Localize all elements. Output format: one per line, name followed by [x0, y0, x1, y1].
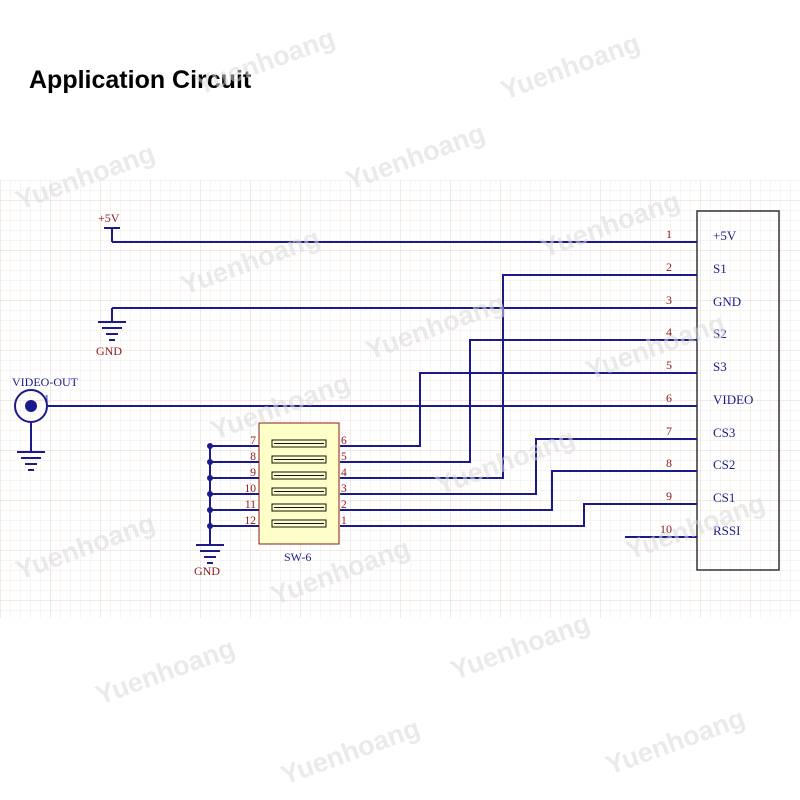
wire: [340, 372, 697, 447]
switch-toggle: [271, 487, 327, 496]
connector-pin-name: +5V: [713, 228, 737, 243]
switch-toggle-slot: [274, 523, 324, 524]
connector-pin-name: CS2: [713, 457, 735, 472]
switch-pin-left: 10: [245, 483, 257, 495]
switch-toggle-slot: [274, 475, 324, 476]
switch-pin-right: 1: [341, 515, 347, 527]
watermark: Yuenhoang: [602, 703, 749, 781]
connector-pin-name: CS1: [713, 490, 735, 505]
connector-pin-number: 2: [666, 260, 672, 274]
video-out-label: VIDEO-OUT: [12, 375, 79, 389]
switch-toggle: [271, 455, 327, 464]
connector-pin-name: VIDEO: [713, 392, 753, 407]
wires: [47, 241, 697, 538]
switch-toggle-slot: [274, 443, 324, 444]
connector-pin-name: RSSI: [713, 523, 740, 538]
switch-pin-right: 4: [341, 467, 347, 479]
gnd-symbol-switch: [196, 529, 224, 564]
connector-pin-name: S2: [713, 326, 727, 341]
junction-dot: [207, 523, 213, 529]
watermark: Yuenhoang: [192, 23, 339, 101]
connector-pin-number: 5: [666, 358, 672, 372]
wire: [340, 503, 697, 527]
connector-pin-name: GND: [713, 294, 741, 309]
switch-pin-right: 3: [341, 483, 347, 495]
dip-switch-toggles: [271, 439, 327, 528]
connector-box: [696, 210, 780, 571]
dip-switch-body: [258, 422, 340, 545]
switch-toggle: [271, 439, 327, 448]
switch-toggle: [271, 519, 327, 528]
wire: [340, 438, 697, 495]
gnd-label-left: GND: [96, 344, 122, 358]
wire: [340, 274, 697, 479]
switch-toggle: [271, 503, 327, 512]
switch-pin-right: 2: [341, 499, 347, 511]
watermark: Yuenhoang: [92, 633, 239, 711]
switch-pin-left: 11: [245, 499, 256, 511]
video-out-pin: 1: [44, 393, 50, 405]
vcc-symbol: [104, 227, 120, 242]
switch-toggle-slot: [274, 491, 324, 492]
vcc-label: +5V: [98, 211, 120, 225]
connector-pin-number: 1: [666, 227, 672, 241]
switch-pin-left: 12: [245, 515, 257, 527]
switch-toggle-slot: [274, 507, 324, 508]
wire: [340, 470, 697, 511]
gnd-symbol-left: [98, 308, 126, 341]
switch-toggle: [271, 471, 327, 480]
switch-pin-left: 8: [250, 451, 256, 463]
watermark: Yuenhoang: [277, 713, 424, 791]
junction-dot: [207, 491, 213, 497]
connector-pin-number: 6: [666, 391, 672, 405]
switch-name-label: SW-6: [284, 550, 311, 564]
connector-pin-number: 7: [666, 424, 672, 438]
junction-dot: [207, 459, 213, 465]
switch-pin-right: 5: [341, 451, 347, 463]
connector-pin-number: 4: [666, 325, 672, 339]
gnd-label-switch: GND: [194, 564, 220, 578]
connector-pin-name: S1: [713, 261, 727, 276]
wire: [340, 339, 697, 463]
page-title: Application Circuit: [29, 66, 252, 94]
junction-dot: [207, 443, 213, 449]
connector-pin-number: 8: [666, 456, 672, 470]
switch-pin-left: 7: [250, 435, 256, 447]
connector-pin-number: 9: [666, 489, 672, 503]
switch-pin-right: 6: [341, 435, 347, 447]
junction-dot: [207, 507, 213, 513]
connector-pin-number: 10: [660, 522, 672, 536]
switch-toggle-slot: [274, 459, 324, 460]
connector-pin-number: 3: [666, 293, 672, 307]
grid-background: [0, 180, 800, 618]
switch-pin-left: 9: [250, 467, 256, 479]
connector-pin-name: CS3: [713, 425, 735, 440]
junction-dot: [207, 475, 213, 481]
watermark: Yuenhoang: [497, 28, 644, 106]
connector-pin-name: S3: [713, 359, 727, 374]
watermark: Yuenhoang: [447, 608, 594, 686]
